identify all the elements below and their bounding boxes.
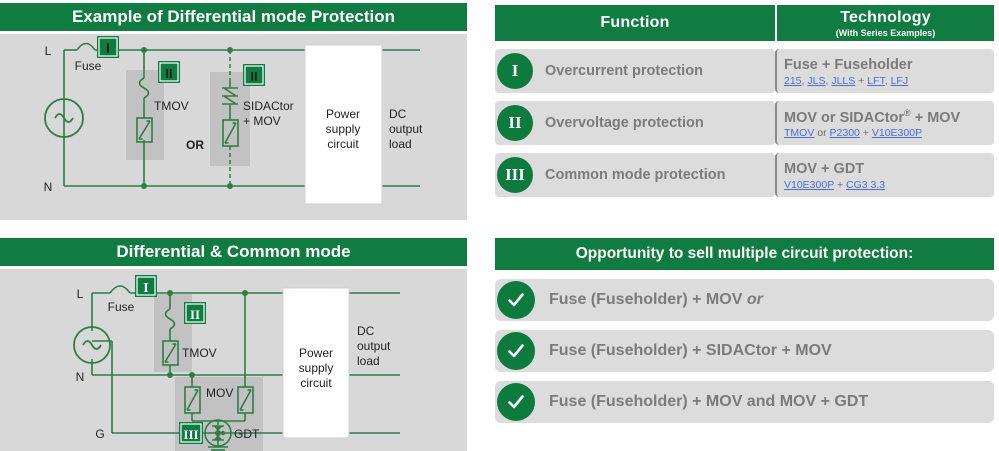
technology-title: MOV or SIDACtor® + MOV <box>784 108 961 127</box>
label-psu2-top: supply <box>326 122 361 136</box>
function-cell: I Overcurrent protection <box>495 49 775 93</box>
diagram-bottom-title-bar: Differential & Common mode <box>0 238 467 266</box>
label-fuse-bottom: Fuse <box>108 300 135 314</box>
label-psu2-bottom: supply <box>299 361 334 375</box>
table-row[interactable]: III Common mode protection MOV + GDT V10… <box>495 153 994 197</box>
ac-source-icon <box>44 98 84 138</box>
technology-title: MOV + GDT <box>784 161 865 178</box>
technology-links[interactable]: TMOV or P2300 + V10E300P <box>784 127 923 140</box>
label-dc3-top: load <box>389 137 412 151</box>
label-tmov-top: TMOV <box>154 99 189 113</box>
technology-cell: Fuse + Fuseholder 215, JLS, JLLS + LFT, … <box>775 49 994 93</box>
badge-II-sidactor: II <box>243 64 265 86</box>
function-label: Overvoltage protection <box>545 115 704 131</box>
label-dc2-top: output <box>389 122 423 136</box>
label-dc3-bottom: load <box>357 354 380 368</box>
label-N-top: N <box>44 180 53 194</box>
svg-text:II: II <box>165 66 172 81</box>
label-sidactor-mov-top: + MOV <box>243 114 281 128</box>
technology-links[interactable]: V10E300P + CG3 3.3 <box>784 178 886 191</box>
column-header-function: Function <box>600 14 670 31</box>
opportunity-title-bar: Opportunity to sell multiple circuit pro… <box>495 238 994 270</box>
function-cell: II Overvoltage protection <box>495 101 775 145</box>
badge-II-bottom: II <box>184 302 206 324</box>
protection-table: Function Technology (With Series Example… <box>495 5 994 197</box>
label-gdt-bottom: GDT <box>234 427 260 441</box>
function-label: Overcurrent protection <box>545 63 703 79</box>
opportunity-panel: Opportunity to sell multiple circuit pro… <box>495 238 994 423</box>
check-icon <box>497 281 535 319</box>
ac-source-icon-bottom <box>73 326 111 364</box>
diagram-top-title: Example of Differential mode Protection <box>71 7 396 27</box>
check-icon <box>497 383 535 421</box>
label-dc1-bottom: DC <box>357 324 375 338</box>
roman-badge-icon: II <box>497 105 533 141</box>
label-L-top: L <box>45 44 52 58</box>
roman-badge-icon: I <box>497 53 533 89</box>
svg-text:III: III <box>183 427 198 442</box>
check-icon <box>497 332 535 370</box>
opportunity-item-label: Fuse (Fuseholder) + MOV and MOV + GDT <box>549 393 869 410</box>
table-row[interactable]: I Overcurrent protection Fuse + Fusehold… <box>495 49 994 93</box>
table-row[interactable]: II Overvoltage protection MOV or SIDACto… <box>495 101 994 145</box>
technology-cell: MOV + GDT V10E300P + CG3 3.3 <box>775 153 994 197</box>
column-header-technology: Technology (With Series Examples) <box>775 5 994 41</box>
circuit-svg-top: I II II L N Fuse TMOV SIDACtor + M <box>44 36 423 205</box>
list-item[interactable]: Fuse (Fuseholder) + SIDACtor + MOV <box>495 330 994 372</box>
label-psu1-bottom: Power <box>299 346 333 360</box>
svg-text:II: II <box>250 69 257 84</box>
diagram-top-body: I II II L N Fuse TMOV SIDACtor + M <box>0 34 467 220</box>
circuit-svg-bottom: I II III L N G Fuse TMOV MOV <box>73 275 400 451</box>
label-dc2-bottom: output <box>357 339 391 353</box>
diagram-bottom-body: I II III L N G Fuse TMOV MOV <box>0 269 467 451</box>
label-fuse-top: Fuse <box>75 59 102 73</box>
label-or-top: OR <box>186 138 204 152</box>
opportunity-title: Opportunity to sell multiple circuit pro… <box>575 245 914 262</box>
roman-badge-icon: III <box>497 157 533 193</box>
technology-cell: MOV or SIDACtor® + MOV TMOV or P2300 + V… <box>775 101 994 145</box>
list-item[interactable]: Fuse (Fuseholder) + MOV or <box>495 279 994 321</box>
function-cell: III Common mode protection <box>495 153 775 197</box>
badge-II-tmov: II <box>158 61 180 83</box>
svg-text:I: I <box>143 281 148 296</box>
badge-III-bottom: III <box>179 422 203 444</box>
badge-I-top: I <box>97 36 119 58</box>
label-psu3-top: circuit <box>327 137 359 151</box>
diagram-panel-differential: Example of Differential mode Protection <box>0 0 467 224</box>
diagram-bottom-title: Differential & Common mode <box>116 242 351 262</box>
table-header-row: Function Technology (With Series Example… <box>495 5 994 41</box>
label-psu3-bottom: circuit <box>300 376 332 390</box>
technology-links[interactable]: 215, JLS, JLLS + LFT, LFJ <box>784 74 909 87</box>
diagram-panel-common: Differential & Common mode <box>0 236 467 451</box>
label-L-bottom: L <box>77 287 84 301</box>
function-label: Common mode protection <box>545 167 726 183</box>
svg-text:II: II <box>190 307 200 322</box>
label-mov-bottom: MOV <box>206 386 233 400</box>
diagram-top-title-bar: Example of Differential mode Protection <box>0 3 467 31</box>
svg-text:I: I <box>106 40 110 56</box>
badge-I-bottom: I <box>135 275 157 297</box>
opportunity-item-label: Fuse (Fuseholder) + SIDACtor + MOV <box>549 342 832 359</box>
list-item[interactable]: Fuse (Fuseholder) + MOV and MOV + GDT <box>495 381 994 423</box>
label-sidactor-top: SIDACtor <box>243 99 294 113</box>
opportunity-item-label: Fuse (Fuseholder) + MOV or <box>549 291 763 308</box>
technology-title: Fuse + Fuseholder <box>784 57 913 74</box>
label-N-bottom: N <box>76 370 85 384</box>
label-G-bottom: G <box>95 427 104 441</box>
label-tmov-bottom: TMOV <box>182 346 217 360</box>
label-psu1-top: Power <box>326 107 360 121</box>
label-dc1-top: DC <box>389 107 407 121</box>
